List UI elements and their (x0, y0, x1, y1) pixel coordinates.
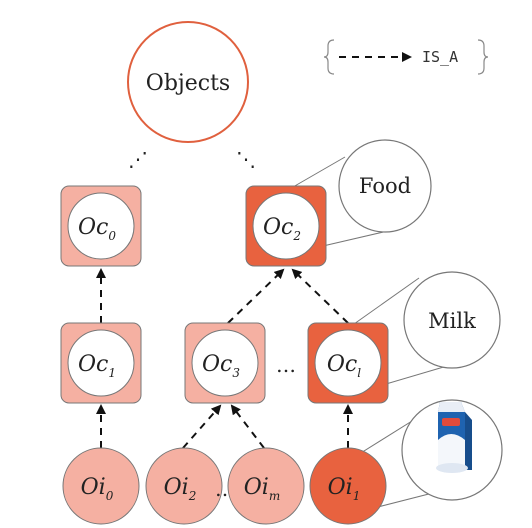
oc2-sub: 2 (292, 229, 301, 243)
is-a-edges (96, 268, 353, 449)
edge-oi2-to-oc3 (182, 404, 222, 449)
edge-ocl-to-oc2 (291, 268, 349, 324)
milk-label: Milk (428, 309, 476, 333)
oim-main: Oi (244, 475, 269, 500)
svg-text:Oi0: Oi0 (81, 475, 114, 503)
root-node: Objects (127, 21, 249, 143)
instance-node-oim: Oim (227, 447, 305, 525)
legend-label: IS_A (422, 48, 458, 66)
ocl-sub: l (357, 366, 361, 380)
legend-left-brace (323, 39, 335, 75)
class-node-oc3: Oc3 (184, 322, 266, 404)
oc1-sub: 1 (108, 366, 116, 380)
food-callout: Food (338, 139, 432, 233)
ocl-main: Oc (327, 352, 357, 377)
class-node-oc0: Oc0 (60, 185, 142, 267)
ellipsis-middle: … (276, 353, 296, 377)
oi0-main: Oi (81, 475, 106, 500)
svg-text:Ocl: Ocl (327, 352, 361, 380)
instance-node-oi1: Oi1 (309, 447, 387, 525)
instance-node-oi2: Oi2 (145, 447, 223, 525)
oc0-sub: 0 (108, 229, 116, 243)
oc1-main: Oc (78, 352, 108, 377)
ellipsis-top-left: ⋰ (128, 147, 148, 171)
edge-oc3-to-oc2 (227, 268, 285, 324)
oi1-main: Oi (328, 475, 353, 500)
class-node-ocl: Ocl (307, 322, 389, 404)
svg-text:Oi2: Oi2 (164, 475, 197, 503)
ellipsis-top-right: ⋱ (236, 147, 256, 171)
instance-node-oi0: Oi0 (62, 447, 140, 525)
oi2-main: Oi (164, 475, 189, 500)
milk-image-callout (401, 399, 503, 501)
oc3-main: Oc (202, 352, 232, 377)
oc3-sub: 3 (232, 366, 240, 380)
svg-text:Oim: Oim (244, 475, 280, 503)
svg-text:Oc2: Oc2 (263, 215, 301, 243)
oi1-sub: 1 (353, 489, 361, 503)
oc2-main: Oc (263, 215, 293, 240)
oc0-main: Oc (78, 215, 108, 240)
root-label: Objects (146, 71, 230, 96)
oim-sub: m (269, 489, 280, 503)
svg-text:Oc3: Oc3 (202, 352, 240, 380)
class-node-oc2: Oc2 (245, 185, 327, 267)
legend-arrowhead (402, 52, 412, 62)
oi0-sub: 0 (106, 489, 114, 503)
legend-right-brace (477, 39, 489, 75)
svg-text:Oi1: Oi1 (328, 475, 361, 503)
svg-text:Oc1: Oc1 (78, 352, 116, 380)
class-node-oc1: Oc1 (60, 322, 142, 404)
svg-text:Oc0: Oc0 (78, 215, 116, 243)
milk-carton-icon (436, 402, 472, 473)
milk-callout: Milk (403, 271, 501, 369)
food-label: Food (359, 174, 411, 198)
edge-oim-to-oc3 (230, 404, 265, 449)
legend: IS_A (323, 39, 489, 75)
oi2-sub: 2 (188, 489, 197, 503)
